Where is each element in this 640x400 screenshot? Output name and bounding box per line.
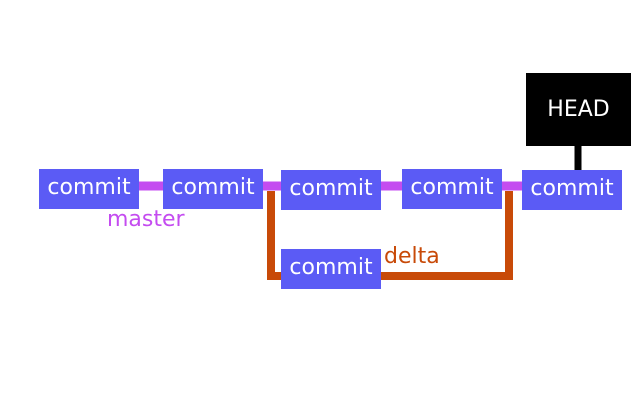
commit-node-2: commit bbox=[163, 169, 263, 209]
commit-node-delta: commit bbox=[281, 249, 381, 289]
commit-node-3: commit bbox=[281, 170, 381, 210]
commit-node-1: commit bbox=[39, 169, 139, 209]
branch-label-master: master bbox=[107, 207, 185, 232]
head-box: HEAD bbox=[526, 73, 631, 146]
branch-label-delta: delta bbox=[384, 244, 440, 269]
commit-node-5: commit bbox=[522, 170, 622, 210]
commit-node-4: commit bbox=[402, 169, 502, 209]
delta-connector bbox=[267, 191, 513, 280]
